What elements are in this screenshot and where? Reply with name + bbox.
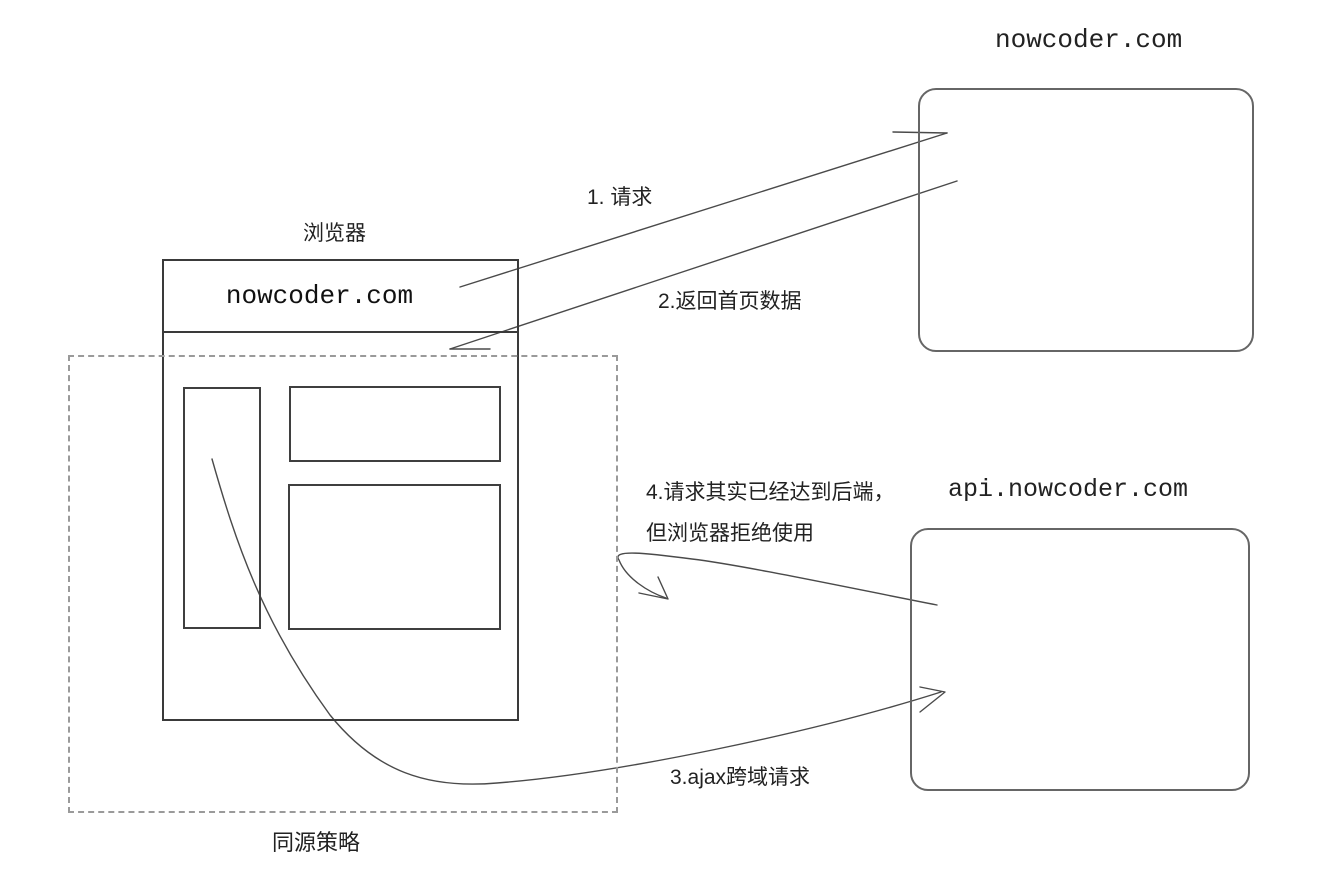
- arrow-3-arrowhead: [919, 686, 946, 713]
- browser-title-label: 浏览器: [303, 222, 366, 245]
- server-box-api: [910, 528, 1250, 791]
- browser-content-main-rect: [288, 484, 501, 630]
- arrow-1-request-line: [459, 132, 948, 288]
- arrow-label-2-response: 2.返回首页数据: [658, 290, 802, 313]
- arrow-1-arrowhead: [892, 131, 948, 134]
- browser-window: nowcoder.com: [162, 259, 519, 721]
- same-origin-label: 同源策略: [272, 830, 361, 855]
- server-box-nowcoder: [918, 88, 1254, 352]
- arrow-2-response-line: [449, 180, 958, 350]
- server-label-api: api.nowcoder.com: [948, 475, 1189, 504]
- arrow-label-3-ajax: 3.ajax跨域请求: [670, 766, 811, 789]
- browser-url-text: nowcoder.com: [225, 281, 414, 311]
- browser-sidebar-rect: [183, 387, 261, 629]
- arrow-label-4-line2: 但浏览器拒绝使用: [646, 522, 814, 546]
- same-origin-region: [68, 355, 618, 813]
- server-label-nowcoder: nowcoder.com: [995, 25, 1183, 55]
- browser-content-top-rect: [289, 386, 501, 462]
- arrow-4-arrowhead: [638, 576, 669, 600]
- browser-url-bar: nowcoder.com: [164, 261, 517, 333]
- arrow-label-4-rejected: 4.请求其实已经达到后端， 但浏览器拒绝使用: [646, 480, 895, 563]
- arrow-label-1-request: 1. 请求: [587, 186, 653, 209]
- arrow-4-reject-curve: [617, 552, 938, 606]
- arrow-3-ajax-curve: [211, 458, 942, 785]
- arrow-label-4-line1: 4.请求其实已经达到后端，: [646, 481, 895, 504]
